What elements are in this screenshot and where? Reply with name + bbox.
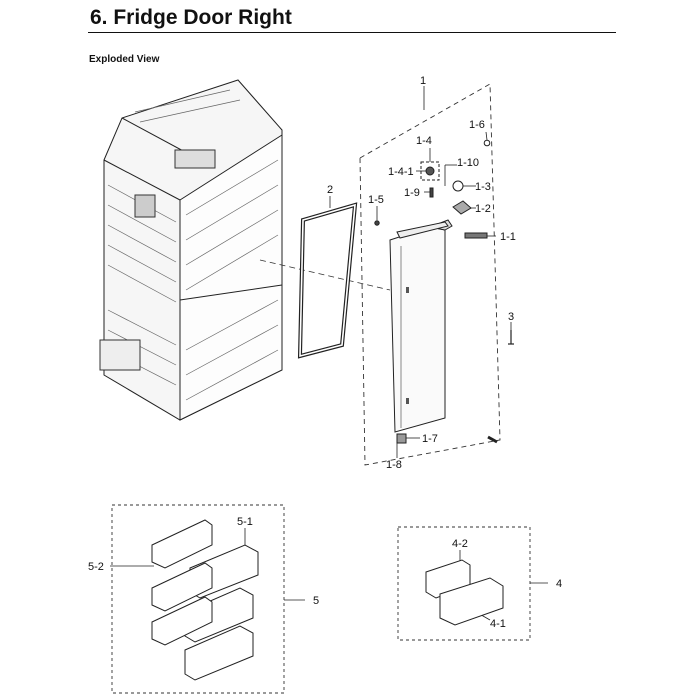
callout-1-6: 1-6 xyxy=(469,119,485,131)
callout-1: 1 xyxy=(420,75,426,87)
screw-part xyxy=(508,330,514,345)
callout-5-1: 5-1 xyxy=(237,516,253,528)
callout-1-4-1: 1-4-1 xyxy=(388,166,414,178)
title-underline xyxy=(88,32,616,33)
leader-cabinet-door xyxy=(259,259,391,291)
callout-1-9: 1-9 xyxy=(404,187,420,199)
door-assembly-boundary xyxy=(359,83,501,466)
door-bin-group xyxy=(110,504,305,694)
callout-1-4: 1-4 xyxy=(416,135,432,147)
door-panel xyxy=(389,219,453,433)
page-title: 6. Fridge Door Right xyxy=(90,6,292,29)
callout-1-5: 1-5 xyxy=(368,194,384,206)
fridge-cabinet xyxy=(99,79,283,421)
callout-1-3: 1-3 xyxy=(475,181,491,193)
callout-2: 2 xyxy=(327,184,333,196)
callout-5: 5 xyxy=(313,595,319,607)
callout-1-1: 1-1 xyxy=(500,231,516,243)
callout-3: 3 xyxy=(508,311,514,323)
callout-1-10: 1-10 xyxy=(457,157,479,169)
callout-1-7: 1-7 xyxy=(422,433,438,445)
callout-labels: 1 1-1 1-2 1-3 1-4 1-4-1 1-5 1-6 1-7 1-8 … xyxy=(88,75,562,630)
callout-1-8: 1-8 xyxy=(386,459,402,471)
callout-5-2: 5-2 xyxy=(88,561,104,573)
callout-4-1: 4-1 xyxy=(490,618,506,630)
section-subtitle: Exploded View xyxy=(89,54,160,65)
callout-1-2: 1-2 xyxy=(475,203,491,215)
bin-kit-group xyxy=(397,526,548,641)
callout-leaders xyxy=(329,86,512,458)
callout-4-2: 4-2 xyxy=(452,538,468,550)
callout-4: 4 xyxy=(556,578,562,590)
door-gasket xyxy=(297,202,358,359)
